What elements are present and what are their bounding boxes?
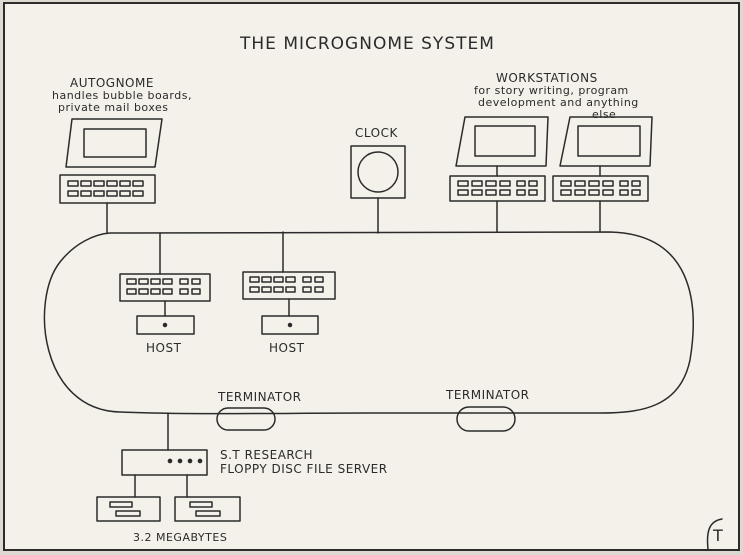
terminator-plug-icon [216,407,276,431]
corner-mark: T [713,526,724,545]
workstation-terminal-icon [552,116,653,233]
workstation-terminal-icon [449,116,549,233]
paper-sheet [3,2,740,551]
terminator-plug-icon [456,406,516,432]
autognome-terminal-icon [59,118,163,234]
workstations-description-line3: else [592,108,617,121]
network-ring [43,231,694,415]
host-label: HOST [146,341,182,355]
workstations-description-line2: development and anything [478,96,639,109]
autognome-label: AUTOGNOME [70,76,154,90]
autognome-description-line1: handles bubble boards, [52,89,192,102]
autognome-description-line2: private mail boxes [58,101,169,114]
host-computer-icon [242,231,336,335]
workstations-description-line1: for story writing, program [474,84,629,97]
file-server-label-line1: S.T RESEARCH [220,448,314,462]
file-server-label-line2: FLOPPY DISC FILE SERVER [220,462,388,476]
storage-capacity-label: 3.2 MEGABYTES [133,531,228,544]
clock-icon [350,145,406,234]
file-server-icon [121,412,208,498]
terminator-label: TERMINATOR [218,390,302,404]
host-computer-icon [119,232,211,335]
signature-stroke [706,518,723,550]
workstations-label: WORKSTATIONS [496,71,598,85]
floppy-drive-icon [174,496,241,522]
terminator-label: TERMINATOR [446,388,530,402]
clock-label: CLOCK [355,126,398,140]
floppy-drive-icon [96,496,161,522]
host-label: HOST [269,341,305,355]
diagram-title: THE MICROGNOME SYSTEM [240,34,495,54]
